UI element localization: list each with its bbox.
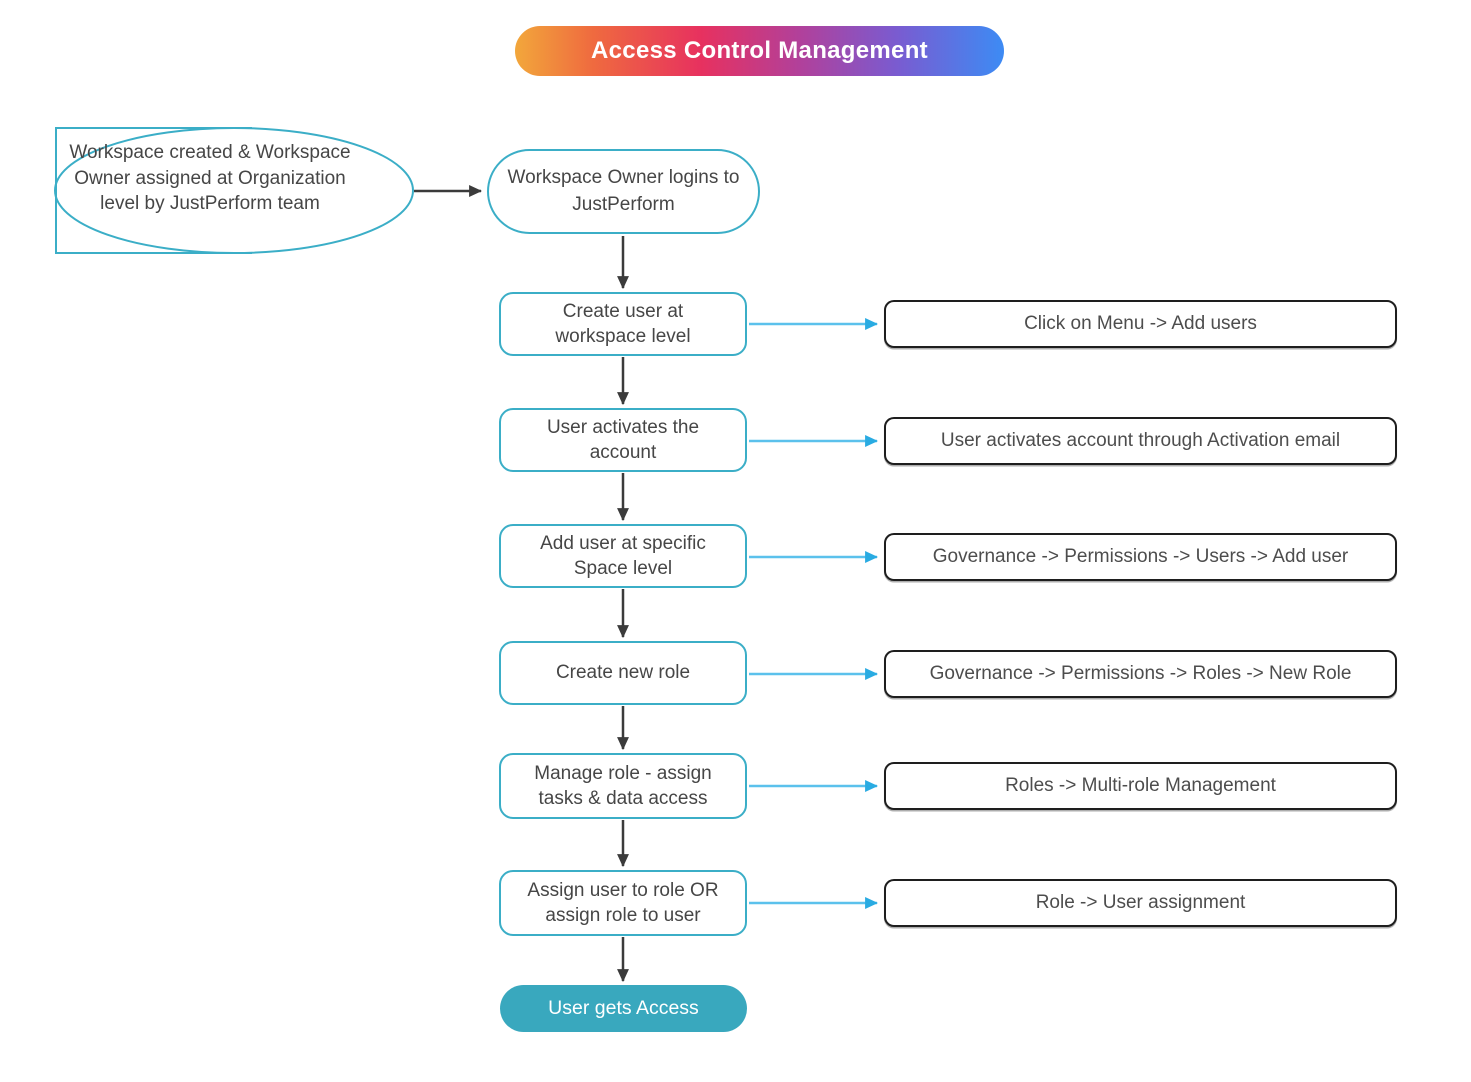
title-banner: Access Control Management xyxy=(515,26,1004,76)
detail-box-label: Roles -> Multi-role Management xyxy=(1005,775,1276,796)
detail-box-permissions-roles: Governance -> Permissions -> Roles -> Ne… xyxy=(884,650,1397,698)
flow-node-label: Create user at workspace level xyxy=(555,300,691,347)
flow-node-label: Assign user to role OR assign role to us… xyxy=(527,879,719,926)
flow-node-create-user-workspace: Create user at workspace level xyxy=(499,292,747,356)
flow-node-login: Workspace Owner logins to JustPerform xyxy=(487,149,760,234)
detail-box-add-users: Click on Menu -> Add users xyxy=(884,300,1397,348)
detail-box-label: Governance -> Permissions -> Users -> Ad… xyxy=(932,546,1349,567)
flow-node-user-activates: User activates the account xyxy=(499,408,747,472)
page-title: Access Control Management xyxy=(591,37,928,64)
flow-node-label: User activates the account xyxy=(546,416,700,463)
detail-box-label: Role -> User assignment xyxy=(1035,892,1246,913)
flow-node-label: Manage role - assign tasks & data access xyxy=(534,762,712,809)
detail-box-activation-email: User activates account through Activatio… xyxy=(884,417,1397,465)
detail-box-label: Click on Menu -> Add users xyxy=(1024,313,1257,334)
flow-node-label: Add user at specific Space level xyxy=(540,532,706,579)
flow-node-add-user-space: Add user at specific Space level xyxy=(499,524,747,588)
detail-box-user-assignment: Role -> User assignment xyxy=(884,879,1397,927)
detail-box-permissions-users: Governance -> Permissions -> Users -> Ad… xyxy=(884,533,1397,581)
detail-box-multi-role: Roles -> Multi-role Management xyxy=(884,762,1397,810)
flow-node-end-label: User gets Access xyxy=(548,997,699,1019)
flow-node-manage-role: Manage role - assign tasks & data access xyxy=(499,753,747,819)
flow-node-label: Create new role xyxy=(555,662,691,684)
detail-box-label: Governance -> Permissions -> Roles -> Ne… xyxy=(929,663,1352,684)
flow-node-login-label: Workspace Owner logins to JustPerform xyxy=(507,166,740,215)
start-node: Workspace created & Workspace Owner assi… xyxy=(60,140,360,217)
start-node-label: Workspace created & Workspace Owner assi… xyxy=(69,142,351,215)
flow-node-assign-user-role: Assign user to role OR assign role to us… xyxy=(499,870,747,936)
detail-box-label: User activates account through Activatio… xyxy=(940,430,1341,451)
flow-node-end: User gets Access xyxy=(500,985,747,1032)
start-node-shape xyxy=(54,127,414,254)
flow-node-create-new-role: Create new role xyxy=(499,641,747,705)
